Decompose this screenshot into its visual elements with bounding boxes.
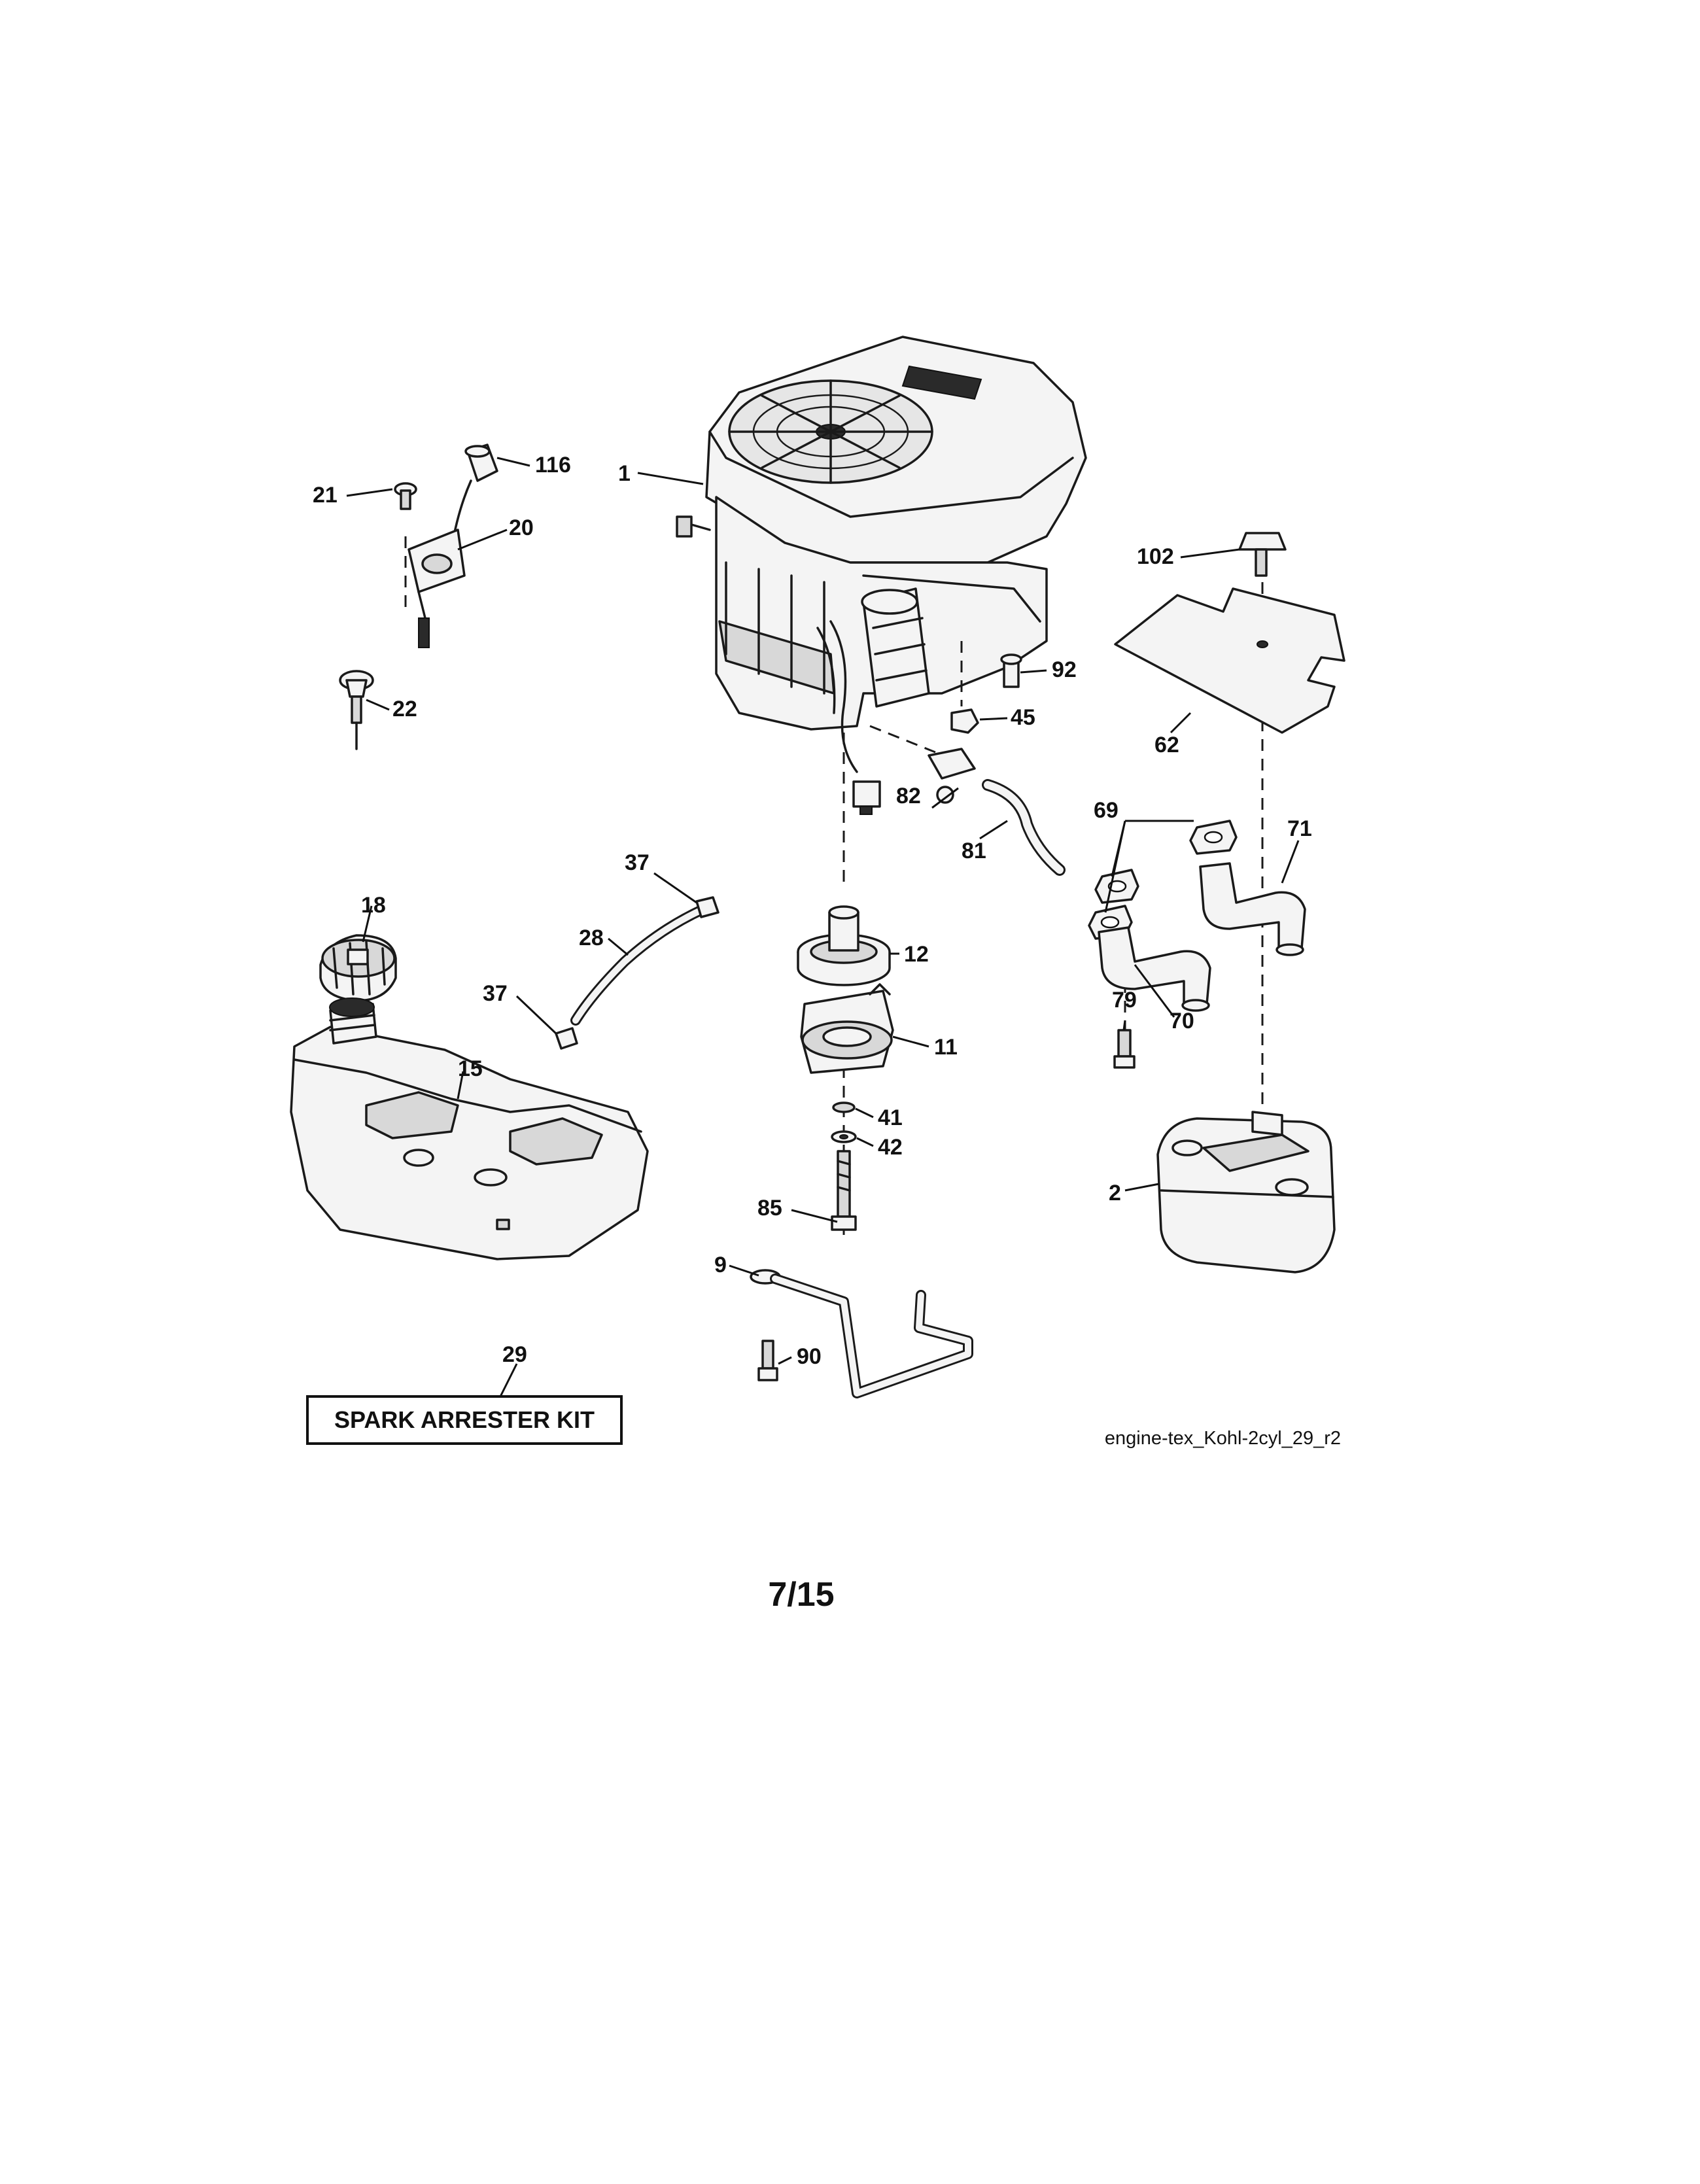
callout-81: 81: [962, 839, 986, 863]
page-number: 7/15: [768, 1576, 834, 1614]
diagram-reference: engine-tex_Kohl-2cyl_29_r2: [1105, 1428, 1341, 1449]
fuel-tank: [290, 997, 649, 1260]
callout-37-bottom: 37: [483, 981, 508, 1006]
callout-29: 29: [502, 1342, 527, 1367]
callouts: 1 116 21 20 22 102 92 45 62 82 81 69 71 …: [313, 453, 1312, 1369]
muffler: [1156, 1111, 1336, 1274]
callout-1: 1: [618, 461, 631, 486]
callout-85: 85: [757, 1196, 782, 1221]
throttle-control: [339, 443, 498, 750]
heat-shield: [1114, 532, 1345, 734]
callout-116: 116: [535, 453, 571, 477]
connector: [852, 780, 881, 815]
callout-92: 92: [1052, 657, 1077, 682]
callout-18: 18: [361, 893, 386, 918]
callout-12: 12: [904, 942, 929, 967]
callout-82: 82: [896, 784, 921, 808]
callout-37-top: 37: [625, 850, 650, 875]
fuel-hose: [555, 896, 720, 1050]
engine-fasteners: [950, 653, 1022, 734]
callout-69: 69: [1094, 798, 1119, 823]
exhaust-pipe-71: [1199, 862, 1306, 956]
callout-21: 21: [313, 483, 338, 508]
clutch-bolt: [831, 1150, 857, 1231]
fuel-cap: [319, 934, 397, 1002]
engine: [676, 336, 1087, 773]
callout-28: 28: [579, 926, 604, 950]
washers: [831, 1101, 857, 1143]
callout-42: 42: [878, 1135, 903, 1160]
exhaust-pipe-70: [1098, 926, 1211, 1012]
callout-90: 90: [797, 1344, 822, 1369]
spark-arrester-kit-label: SPARK ARRESTER KIT: [334, 1406, 595, 1433]
leader-lines: [346, 457, 1300, 1397]
bolt-79: [1113, 1029, 1136, 1069]
electric-clutch: [800, 983, 894, 1074]
callout-62: 62: [1154, 733, 1179, 757]
spark-arrester-kit: SPARK ARRESTER KIT: [306, 1395, 623, 1445]
pulley: [797, 905, 891, 986]
support-rod: [750, 1269, 973, 1398]
callout-102: 102: [1137, 544, 1174, 569]
callout-79: 79: [1112, 988, 1137, 1013]
exhaust-gaskets: [1088, 820, 1238, 940]
callout-15: 15: [458, 1056, 483, 1081]
callout-2: 2: [1109, 1181, 1121, 1205]
callout-11: 11: [934, 1035, 958, 1060]
callout-41: 41: [878, 1105, 903, 1130]
callout-22: 22: [392, 697, 417, 721]
callout-20: 20: [509, 515, 534, 540]
callout-45: 45: [1011, 705, 1035, 730]
callout-71: 71: [1287, 816, 1312, 841]
callout-9: 9: [714, 1253, 727, 1277]
fuel-fitting: [928, 748, 1066, 876]
callout-70: 70: [1170, 1009, 1194, 1033]
